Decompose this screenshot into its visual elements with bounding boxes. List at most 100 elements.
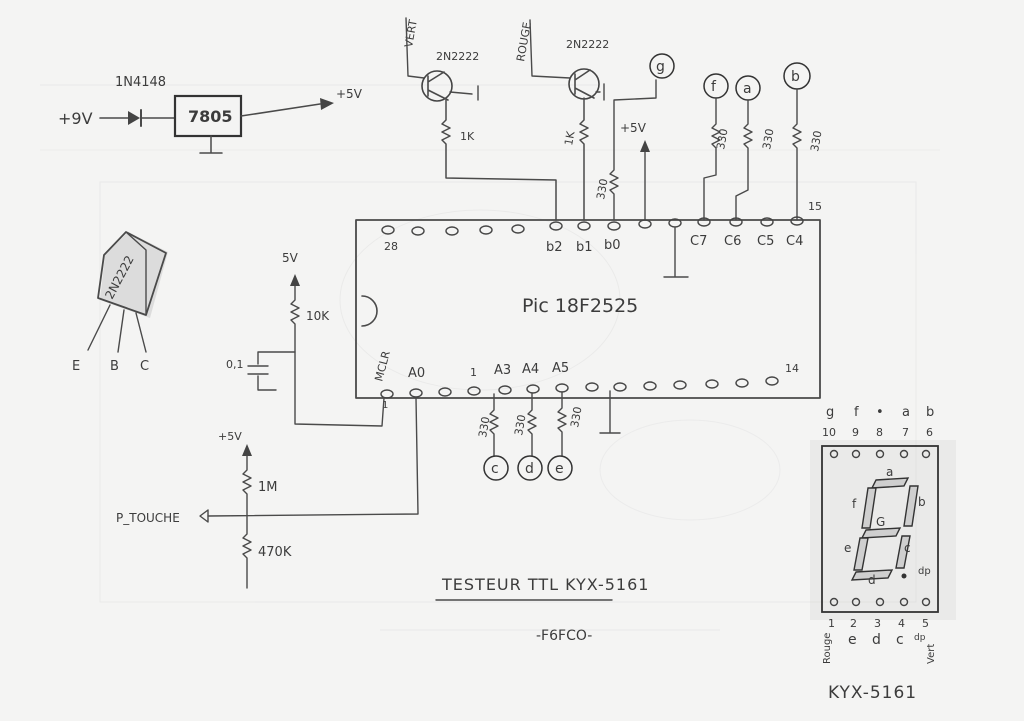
- regulator-output-label: +5V: [336, 87, 363, 101]
- pin-b-label: B: [110, 359, 119, 374]
- pin-e-label: E: [72, 359, 80, 374]
- chip-top-pins: [381, 216, 804, 236]
- transistor-vert: VERT 2N2222 1K: [402, 17, 557, 221]
- f-resistor-label: 330: [714, 128, 730, 151]
- b-resistor-label: 330: [808, 130, 824, 153]
- segment-g-circuit: g 330 +5V: [594, 53, 675, 221]
- segment-g-label: g: [656, 59, 665, 75]
- pin-a0-label: A0: [408, 366, 425, 381]
- paper-show-through: [40, 84, 940, 631]
- disp-bottom-letter-e: e: [848, 632, 857, 648]
- display-seg-dp: dp: [918, 566, 931, 577]
- disp-bottom-num-3: 3: [874, 617, 881, 630]
- pin-b0-label: b0: [604, 238, 621, 253]
- disp-top-letter-f: f: [854, 405, 859, 420]
- mclr-resistor-label: 10K: [306, 309, 330, 323]
- c-resistor-label: 330: [476, 416, 492, 439]
- disp-bottom-num-1: 1: [828, 617, 835, 630]
- pin-b1-label: b1: [576, 240, 593, 255]
- segment-f-circuit: f 330: [703, 73, 731, 221]
- segment-a-circuit: a 330: [735, 75, 777, 221]
- vert-resistor-label: 1K: [460, 130, 475, 143]
- regulator-circuit: 1N4148 +9V 7805 +5V: [58, 75, 363, 154]
- vert-label: VERT: [402, 18, 420, 48]
- segment-d-bottom-label: d: [525, 461, 534, 477]
- pin-c5-label: C5: [757, 234, 774, 249]
- display-seg-c: c: [904, 541, 911, 555]
- display-vert-label: Vert: [926, 644, 937, 664]
- disp-top-letter-b: b: [926, 405, 934, 420]
- pin-a5-label: A5: [552, 361, 569, 376]
- mclr-circuit: 5V 10K 0,1: [226, 251, 385, 427]
- mclr-vcc-label: 5V: [282, 251, 299, 265]
- b0-resistor-label: 330: [594, 178, 610, 201]
- pin-c-label: C: [140, 359, 149, 374]
- segment-cde-circuit: 330 c 330 d 330 e: [476, 391, 585, 481]
- segment-b-circuit: b 330: [783, 62, 825, 221]
- transistor-rouge-type: 2N2222: [566, 38, 609, 51]
- segment-c-bottom-label: c: [491, 461, 499, 477]
- display-body: [821, 445, 939, 613]
- diode-label: 1N4148: [115, 75, 166, 90]
- pin-14-label: 14: [785, 362, 799, 375]
- pin-a3-label: A3: [494, 363, 511, 378]
- chip-name: Pic 18F2525: [522, 295, 638, 317]
- diode-symbol: [128, 111, 140, 125]
- disp-bottom-letter-d: d: [872, 632, 881, 648]
- transistor-vert-type: 2N2222: [436, 50, 479, 63]
- disp-top-letter-a: a: [902, 405, 910, 420]
- pic-chip: Pic 18F2525 28 b2 b1 b0 C7 C6 C5 C4 15: [355, 200, 822, 434]
- pin-b2-label: b2: [546, 240, 563, 255]
- segment-a-label: a: [743, 81, 752, 97]
- disp-top-letter-g: g: [826, 405, 834, 420]
- title-block: TESTEUR TTL KYX-5161 -F6FCO-: [435, 575, 649, 644]
- pin-a4-label: A4: [522, 362, 539, 377]
- segment-b-label: b: [791, 69, 800, 85]
- disp-bottom-num-2: 2: [850, 617, 857, 630]
- display-seg-e: e: [844, 541, 851, 555]
- display-seg-f: f: [852, 497, 857, 511]
- display-part-label: KYX-5161: [828, 683, 917, 703]
- display-seg-g: G: [876, 515, 885, 529]
- input-voltage-label: +9V: [58, 109, 93, 128]
- probe-vcc-label: +5V: [218, 430, 242, 443]
- pin-mclr-label: MCLR: [372, 349, 393, 383]
- a-resistor-label: 330: [760, 128, 776, 151]
- plus5v-label: +5V: [620, 121, 647, 135]
- disp-top-num-10: 10: [822, 426, 836, 439]
- display-seg-d: d: [868, 573, 876, 587]
- display-seg-a: a: [886, 465, 893, 479]
- segment-f-label: f: [711, 79, 717, 95]
- seven-segment-display: g f • a b 10 9 8 7 6 a b c d e: [810, 405, 956, 703]
- disp-top-letter-dot: •: [876, 405, 884, 420]
- e-resistor-label: 330: [568, 406, 584, 429]
- transistor-pinout: 2N2222 E B C: [72, 231, 168, 374]
- display-rouge-label: Rouge: [822, 633, 833, 664]
- mclr-cap-label: 0,1: [226, 358, 244, 371]
- disp-bottom-num-4: 4: [898, 617, 905, 630]
- pin-c7-label: C7: [690, 234, 707, 249]
- disp-top-num-9: 9: [852, 426, 859, 439]
- disp-bottom-letter-dp: dp: [914, 633, 926, 643]
- probe-r2-label: 470K: [258, 545, 292, 560]
- pin-15-label: 15: [808, 200, 822, 213]
- pin-n1-label: 1: [470, 366, 477, 379]
- pin-28-label: 28: [384, 240, 398, 253]
- diagram-title: TESTEUR TTL KYX-5161: [441, 575, 649, 594]
- display-seg-b: b: [918, 495, 926, 509]
- d-resistor-label: 330: [512, 414, 528, 437]
- disp-bottom-letter-c: c: [896, 632, 904, 648]
- segment-e-bottom-label: e: [555, 461, 564, 477]
- disp-bottom-num-5: 5: [922, 617, 929, 630]
- rouge-resistor-label: 1K: [562, 129, 577, 146]
- pin-c6-label: C6: [724, 234, 741, 249]
- author-label: -F6FCO-: [536, 628, 592, 644]
- disp-top-num-6: 6: [926, 426, 933, 439]
- chip-bottom-pins: [380, 376, 779, 399]
- disp-top-num-7: 7: [902, 426, 909, 439]
- regulator-ic-label: 7805: [188, 107, 233, 126]
- pin-c4-label: C4: [786, 234, 803, 249]
- display-top-pins: [829, 449, 931, 607]
- probe-label: P_TOUCHE: [116, 511, 180, 525]
